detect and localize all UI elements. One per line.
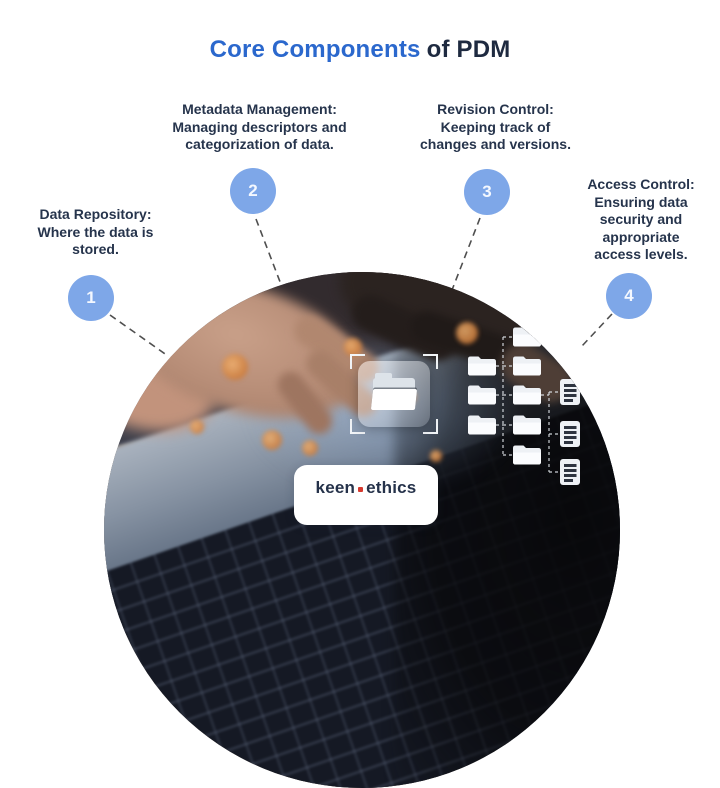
label-heading: Access Control: — [587, 176, 695, 192]
bokeh-light — [222, 354, 248, 380]
step-badge-4: 4 — [606, 273, 652, 319]
bokeh-light — [190, 420, 204, 434]
logo-card: keen ethics — [294, 465, 438, 525]
focus-bracket-icon — [423, 354, 438, 369]
folder-icon — [468, 385, 496, 405]
logo-dot-icon — [358, 487, 364, 492]
folder-icon — [513, 415, 541, 435]
folder-icon — [513, 385, 541, 405]
label-line: changes and versions. — [420, 136, 571, 152]
folder-icon — [468, 415, 496, 435]
bokeh-light — [344, 338, 362, 356]
label-line: categorization of data. — [185, 136, 334, 152]
selected-folder-frame — [350, 354, 438, 434]
tree-connector-lines — [496, 336, 560, 473]
logo-first-word: keen — [315, 478, 356, 497]
step-number: 4 — [624, 286, 634, 305]
label-metadata-management: Metadata Management: Managing descriptor… — [152, 101, 367, 154]
label-heading: Data Repository: — [39, 206, 152, 222]
folder-chip — [358, 361, 430, 427]
focus-bracket-icon — [423, 419, 438, 434]
bokeh-light — [456, 322, 478, 344]
label-access-control: Access Control: Ensuring data security a… — [566, 176, 716, 264]
label-revision-control: Revision Control: Keeping track of chang… — [398, 101, 593, 154]
step-badge-1: 1 — [68, 275, 114, 321]
step-number: 2 — [248, 181, 258, 200]
bokeh-light — [430, 450, 442, 462]
folder-icon — [468, 356, 496, 376]
folder-icon — [513, 445, 541, 465]
page-title-highlight: Core Components — [209, 36, 421, 63]
document-icon — [560, 379, 580, 405]
label-line: security and — [599, 211, 683, 227]
folder-icon — [513, 356, 541, 376]
document-icon — [560, 421, 580, 447]
folder-tree-graphic — [468, 327, 580, 485]
label-line: access levels. — [594, 246, 688, 262]
page-title-rest: of PDM — [426, 36, 511, 63]
photo-circle — [104, 272, 620, 788]
folder-icon — [513, 327, 541, 347]
label-line: appropriate — [602, 228, 680, 245]
step-badge-3: 3 — [464, 169, 510, 215]
focus-bracket-icon — [350, 419, 365, 434]
step-number: 1 — [86, 288, 96, 307]
document-icon — [560, 459, 580, 485]
label-line: Ensuring data — [594, 193, 688, 210]
keen-ethics-logo: keen ethics — [316, 478, 417, 498]
logo-second-word: ethics — [366, 478, 417, 497]
label-heading: Metadata Management: — [182, 101, 337, 117]
bokeh-light — [302, 440, 318, 456]
step-badge-2: 2 — [230, 168, 276, 214]
label-line: Where the data is — [37, 223, 154, 240]
label-line: Keeping track of — [440, 118, 551, 135]
label-line: Managing descriptors and — [172, 118, 347, 135]
focus-bracket-icon — [350, 354, 365, 369]
step-number: 3 — [482, 182, 492, 201]
label-line: stored. — [72, 241, 119, 257]
label-heading: Revision Control: — [437, 101, 554, 117]
label-data-repository: Data Repository: Where the data is store… — [8, 206, 183, 259]
center-folder-icon — [370, 373, 418, 410]
bokeh-light — [262, 430, 282, 450]
